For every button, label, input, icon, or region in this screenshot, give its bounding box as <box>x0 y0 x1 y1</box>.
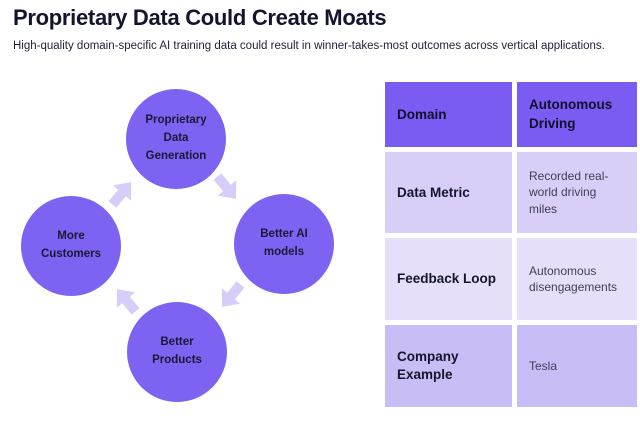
node-label: Proprietary Data Generation <box>145 114 207 162</box>
table-header-domain: Domain <box>385 82 512 147</box>
flywheel-node-better-products: Better Products <box>127 302 227 402</box>
table-row-key-data-metric: Data Metric <box>385 152 512 233</box>
block-arrow-icon-data-to-ai <box>207 168 246 208</box>
block-arrow-icon-customers-to-data <box>102 173 141 213</box>
node-label: Better AI models <box>260 228 308 258</box>
block-arrow-icon-ai-to-products <box>211 276 250 316</box>
table-row-value-company-example: Tesla <box>517 325 637 407</box>
page-subtitle: High-quality domain-specific AI training… <box>13 40 605 52</box>
block-arrow-icon-products-to-customers <box>106 280 145 320</box>
table-row-key-company-example: Company Example <box>385 325 512 407</box>
flywheel-node-better-ai-models: Better AI models <box>234 194 334 294</box>
flywheel-node-more-customers: More Customers <box>21 196 121 296</box>
table-row-key-feedback-loop: Feedback Loop <box>385 238 512 320</box>
domain-example-table: Domain Autonomous Driving Data Metric Re… <box>385 82 637 407</box>
node-label: Better Products <box>152 336 202 366</box>
flywheel-node-proprietary-data-generation: Proprietary Data Generation <box>126 89 226 189</box>
node-label: More Customers <box>40 230 102 260</box>
page-title: Proprietary Data Could Create Moats <box>13 5 387 30</box>
table-row-value-data-metric: Recorded real-world driving miles <box>517 152 637 233</box>
table-row-value-feedback-loop: Autonomous disengagements <box>517 238 637 320</box>
table-header-value: Autonomous Driving <box>517 82 637 147</box>
